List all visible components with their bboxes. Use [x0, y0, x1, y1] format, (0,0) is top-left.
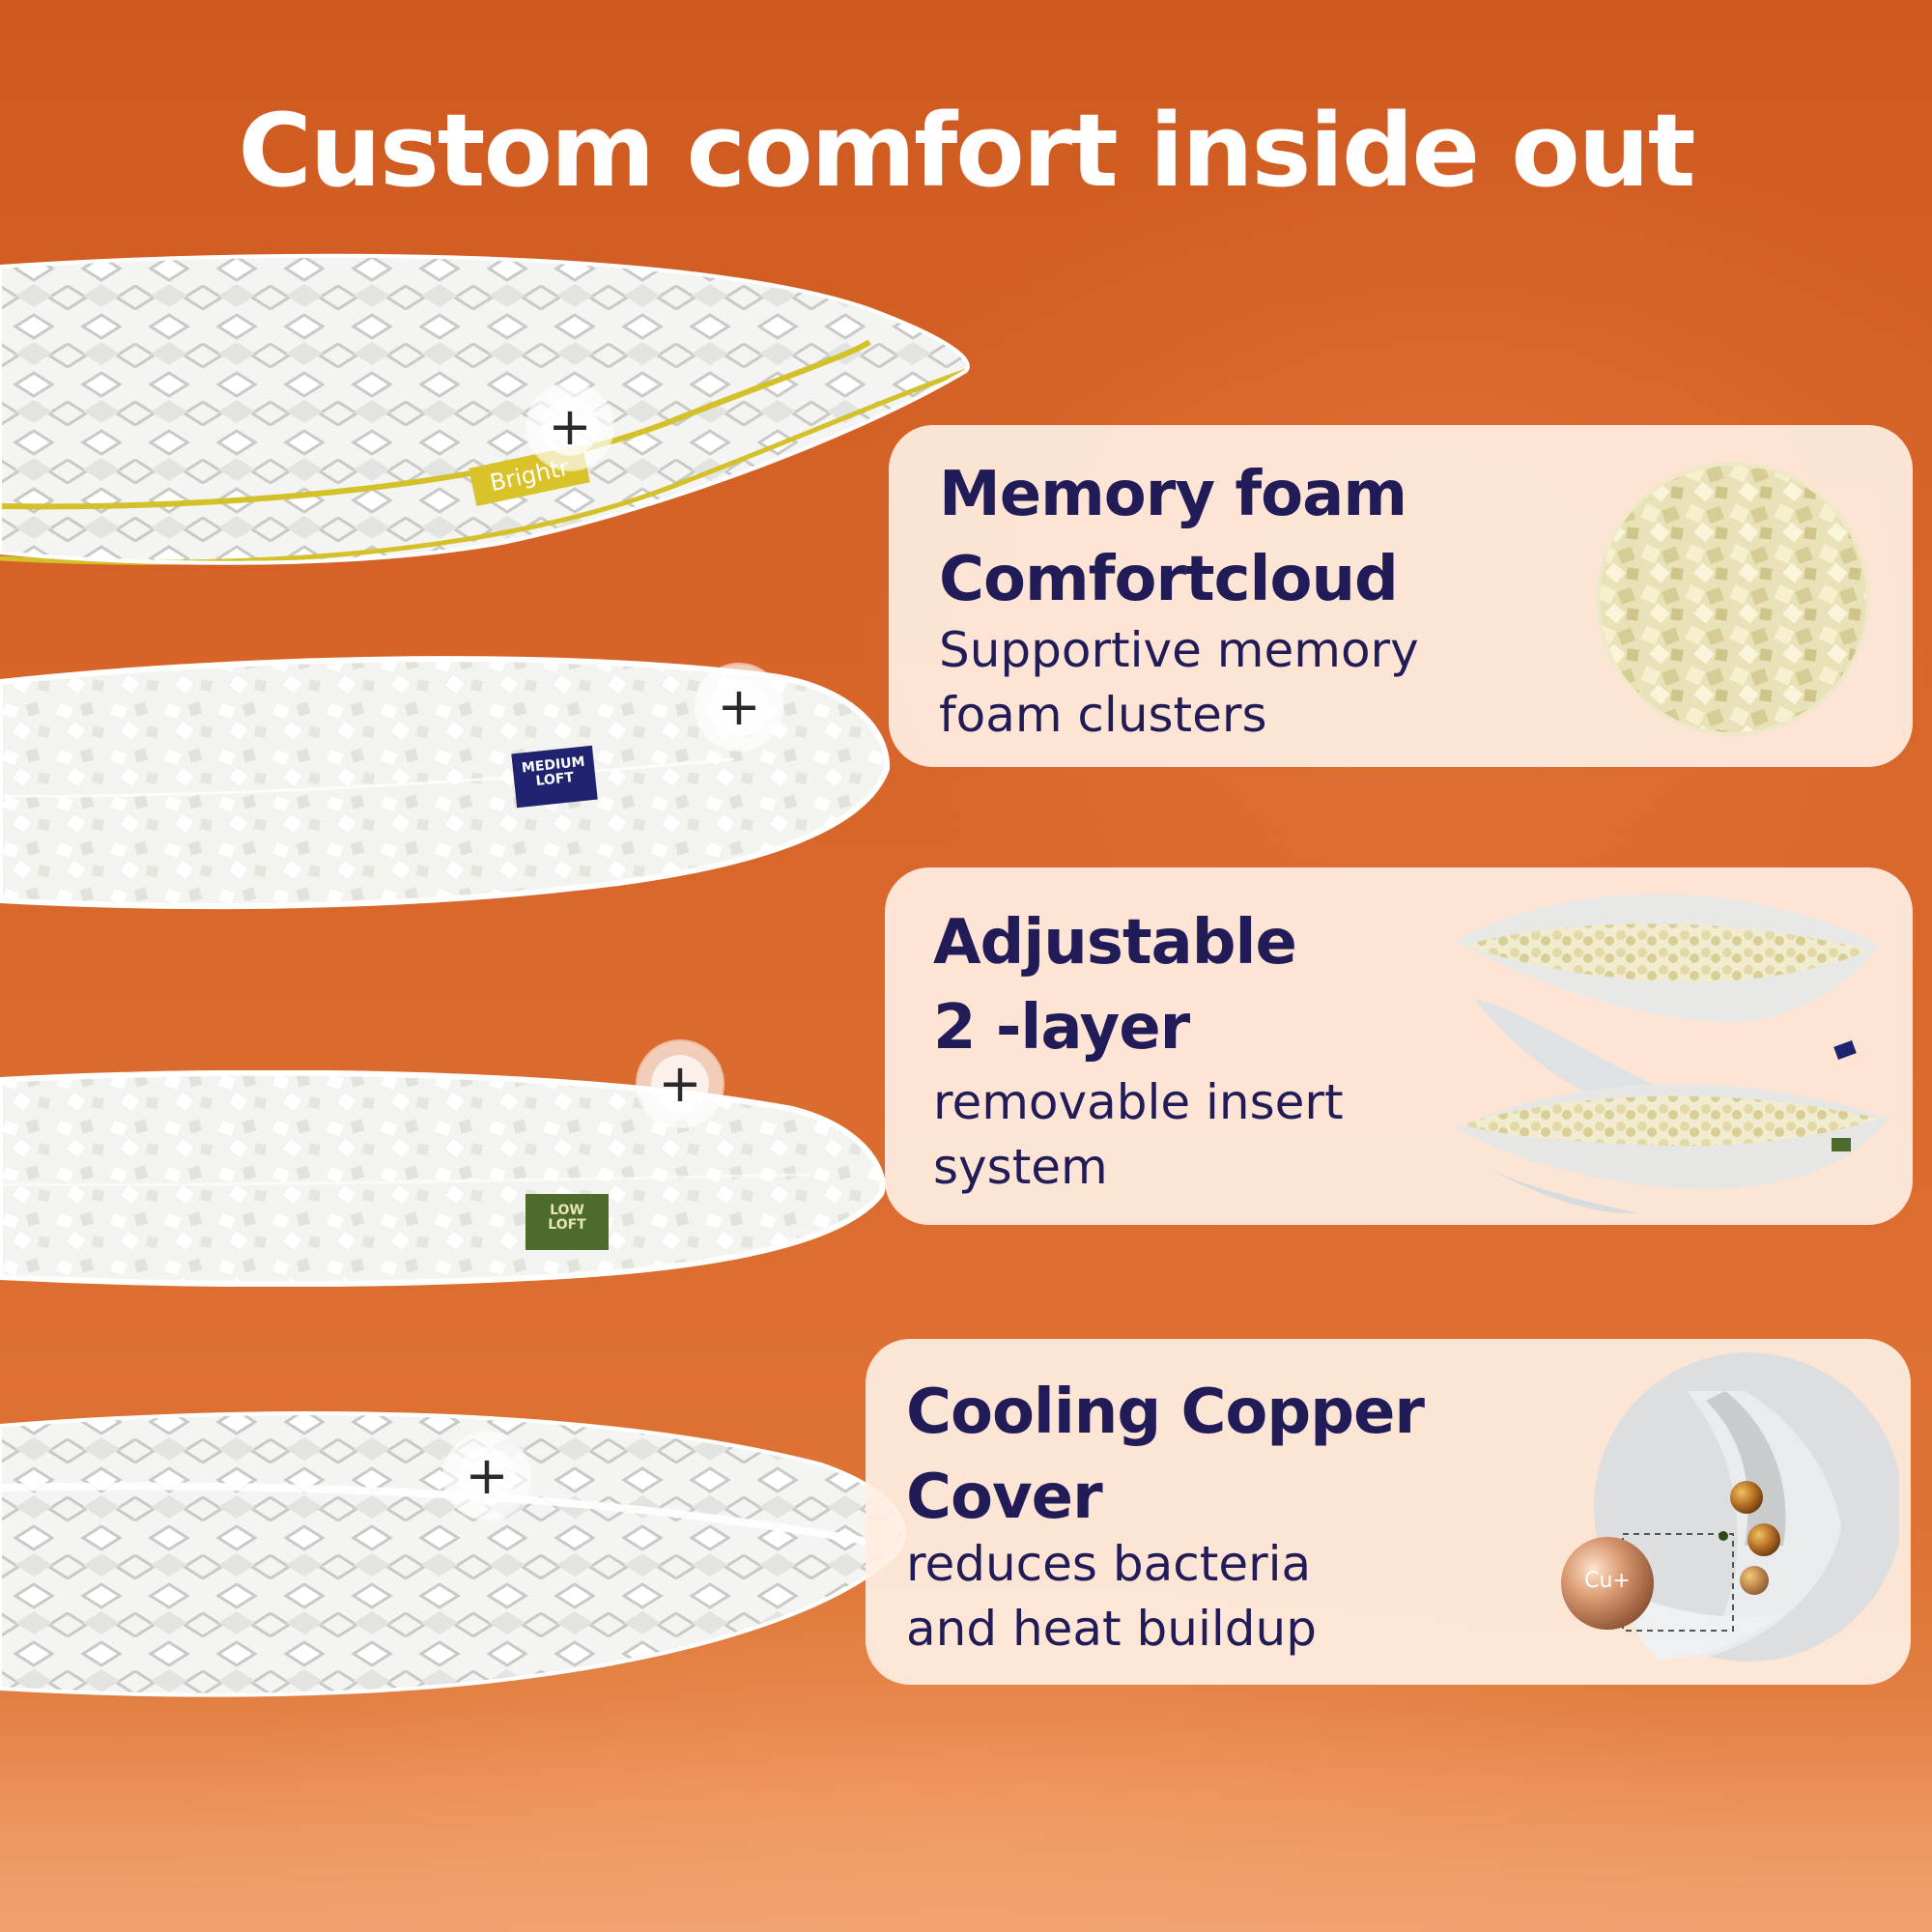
low-loft-tag-line2: LOFT: [548, 1216, 586, 1233]
pillow-bottom-cover: [0, 1406, 927, 1702]
feature-title-line1: Cooling Copper: [906, 1377, 1425, 1448]
feature-desc-line2: and heat buildup: [906, 1601, 1317, 1657]
copper-ion-label: Cu+: [1584, 1569, 1631, 1593]
feature-title-line2: Comfortcloud: [939, 544, 1399, 615]
low-loft-tag: LOW LOFT: [526, 1194, 609, 1250]
feature-description: Supportive memory foam clusters: [939, 618, 1419, 748]
foam-clusters-icon: [1596, 462, 1870, 736]
feature-card-adjustable: Adjustable 2 -layer removable insert sys…: [885, 867, 1913, 1225]
pillow-low-loft-insert: LOW LOFT: [0, 1070, 898, 1287]
feature-title-line2: Cover: [906, 1462, 1103, 1533]
feature-description: removable insert system: [933, 1070, 1344, 1200]
feature-card-memory-foam: Memory foam Comfortcloud Supportive memo…: [889, 425, 1913, 767]
plus-badge-low[interactable]: +: [651, 1055, 709, 1113]
feature-title-line2: 2 -layer: [933, 992, 1190, 1064]
feature-desc-line1: removable insert: [933, 1074, 1344, 1130]
feature-description: reduces bacteria and heat buildup: [906, 1532, 1317, 1662]
feature-desc-line1: reduces bacteria: [906, 1536, 1312, 1592]
pillow-medium-loft-insert: MEDIUM LOFT: [0, 653, 898, 914]
feature-desc-line2: system: [933, 1139, 1108, 1195]
feature-title-line1: Memory foam: [939, 459, 1407, 530]
feature-title: Cooling Copper Cover: [906, 1370, 1425, 1540]
plus-badge-bottom[interactable]: +: [458, 1447, 516, 1505]
pillow-top-cover: Brightr: [0, 253, 985, 582]
plus-badge-medium[interactable]: +: [710, 678, 768, 736]
copper-fiber-icon: Cu+: [1542, 1352, 1903, 1671]
feature-title: Memory foam Comfortcloud: [939, 452, 1407, 622]
feature-desc-line2: foam clusters: [939, 687, 1267, 743]
floor-glow: [0, 1710, 1932, 1932]
headline: Custom comfort inside out: [238, 92, 1695, 210]
feature-title-line1: Adjustable: [933, 907, 1297, 979]
two-layer-insert-icon: [1445, 877, 1899, 1217]
low-loft-tag-line1: LOW: [550, 1203, 584, 1218]
feature-card-copper-cover: Cooling Copper Cover reduces bacteria an…: [866, 1339, 1911, 1685]
feature-desc-line1: Supportive memory: [939, 622, 1419, 678]
plus-badge-top[interactable]: +: [541, 398, 599, 456]
medium-loft-tag: MEDIUM LOFT: [511, 745, 598, 809]
feature-title: Adjustable 2 -layer: [933, 900, 1297, 1070]
